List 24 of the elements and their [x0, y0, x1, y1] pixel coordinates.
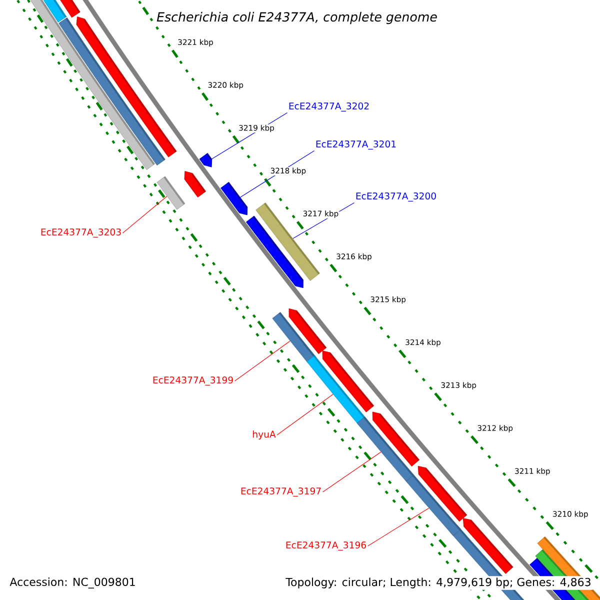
gene-feature	[199, 152, 212, 168]
leader-line	[122, 196, 168, 234]
title: Escherichia coli E24377A, complete genome	[155, 10, 439, 26]
gene-label: EcE24377A_3201	[316, 140, 396, 150]
gene-label: hyuA	[253, 430, 276, 440]
gene-label: EcE24377A_3202	[289, 102, 369, 112]
gene-feature	[184, 171, 206, 198]
gene-feature	[256, 202, 320, 281]
gene-label: EcE24377A_3197	[241, 487, 321, 497]
leader-line	[367, 508, 430, 546]
gene-feature	[272, 312, 316, 364]
gene-label: EcE24377A_3199	[153, 376, 233, 386]
gene-feature	[356, 416, 414, 482]
gene-feature	[406, 474, 461, 536]
gene-feature	[156, 176, 186, 210]
gene-label: EcE24377A_3203	[41, 228, 121, 238]
footer-text: Topology: circular; Length: 4,979,619 bp; Genes: 4,863	[284, 576, 593, 590]
gene-label: EcE24377A_3200	[356, 192, 436, 202]
gene-feature	[220, 182, 248, 216]
leader-line	[276, 394, 334, 436]
gene-label: EcE24377A_3196	[286, 541, 366, 551]
footer-text: Accession: NC_009801	[8, 576, 138, 590]
leader-line	[234, 340, 290, 382]
leader-line	[322, 452, 382, 492]
